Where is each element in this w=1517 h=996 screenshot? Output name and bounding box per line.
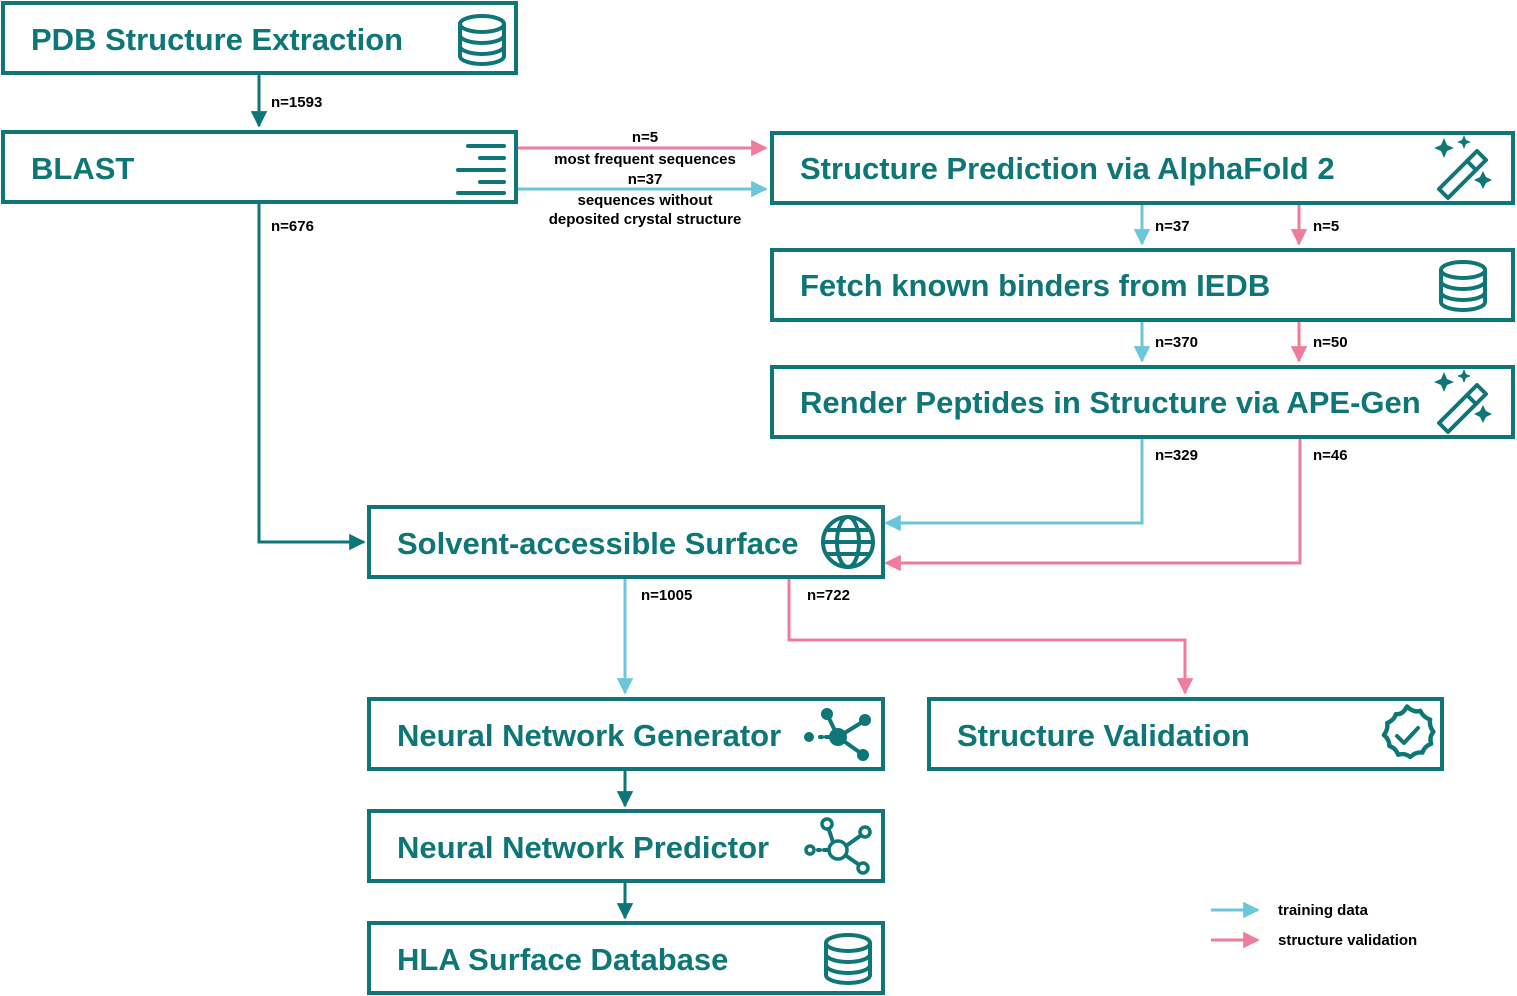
count-apegen-to-sas-validation: n=46: [1313, 447, 1348, 464]
align-right-icon: [456, 144, 506, 195]
box-title: PDB Structure Extraction: [31, 22, 403, 57]
connectors: [250, 74, 1308, 920]
count-alphafold-to-iedb-training: n=37: [1155, 218, 1190, 235]
box-title: Solvent-accessible Surface: [397, 526, 798, 561]
network-filled-icon: [804, 708, 871, 761]
box-title: Structure Prediction via AlphaFold 2: [800, 151, 1335, 186]
box-pdb-structure-extraction: PDB Structure Extraction: [1, 1, 518, 75]
box-neural-network-generator: Neural Network Generator: [367, 697, 885, 771]
count-sas-to-validation: n=722: [807, 587, 850, 604]
flow-sas-to-validation: [787, 579, 1194, 695]
flow-apegen-to-sas-training: [884, 438, 1144, 532]
legend-training-label: training data: [1278, 902, 1369, 919]
magic-wand-icon: [1434, 135, 1492, 200]
note-without-structure-1: sequences without: [577, 192, 712, 209]
count-sas-to-generator: n=1005: [641, 587, 692, 604]
badge-check-icon: [1381, 704, 1436, 760]
magic-wand-icon: [1434, 369, 1492, 434]
box-title: Neural Network Generator: [397, 718, 781, 753]
count-blast-to-alphafold-training: n=37: [628, 171, 663, 188]
count-blast-to-alphafold-validation: n=5: [632, 129, 658, 146]
count-pdb-to-blast: n=1593: [271, 94, 322, 111]
box-alphafold: Structure Prediction via AlphaFold 2: [770, 131, 1515, 205]
flow-labels: n=1593 n=676 n=5 most frequent sequences…: [271, 94, 1348, 604]
count-iedb-to-apegen-validation: n=50: [1313, 334, 1348, 351]
box-title: HLA Surface Database: [397, 942, 728, 977]
box-iedb: Fetch known binders from IEDB: [770, 248, 1515, 322]
box-title: BLAST: [31, 151, 134, 186]
flow-apegen-to-sas-validation: [884, 438, 1302, 572]
database-icon: [1439, 260, 1487, 312]
box-title: Neural Network Predictor: [397, 830, 769, 865]
box-neural-network-predictor: Neural Network Predictor: [367, 809, 885, 883]
globe-icon: [821, 515, 875, 569]
box-hla-surface-database: HLA Surface Database: [367, 921, 885, 995]
box-title: Structure Validation: [957, 718, 1250, 753]
box-blast: BLAST: [1, 130, 518, 204]
count-blast-to-sas: n=676: [271, 218, 314, 235]
legend-validation-label: structure validation: [1278, 932, 1417, 949]
count-alphafold-to-iedb-validation: n=5: [1313, 218, 1339, 235]
database-icon: [824, 933, 872, 985]
note-without-structure-2: deposited crystal structure: [549, 211, 742, 228]
flow-blast-to-sas: [257, 203, 366, 551]
box-apegen: Render Peptides in Structure via APE-Gen: [770, 365, 1515, 439]
count-apegen-to-sas-training: n=329: [1155, 447, 1198, 464]
count-iedb-to-apegen-training: n=370: [1155, 334, 1198, 351]
note-most-frequent: most frequent sequences: [554, 151, 736, 168]
box-title: Fetch known binders from IEDB: [800, 268, 1270, 303]
box-title: Render Peptides in Structure via APE-Gen: [800, 385, 1421, 420]
box-solvent-accessible-surface: Solvent-accessible Surface: [367, 505, 885, 579]
database-icon: [458, 14, 506, 66]
legend: training data structure validation: [1211, 901, 1417, 949]
network-outline-icon: [804, 817, 872, 875]
box-structure-validation: Structure Validation: [927, 697, 1444, 771]
